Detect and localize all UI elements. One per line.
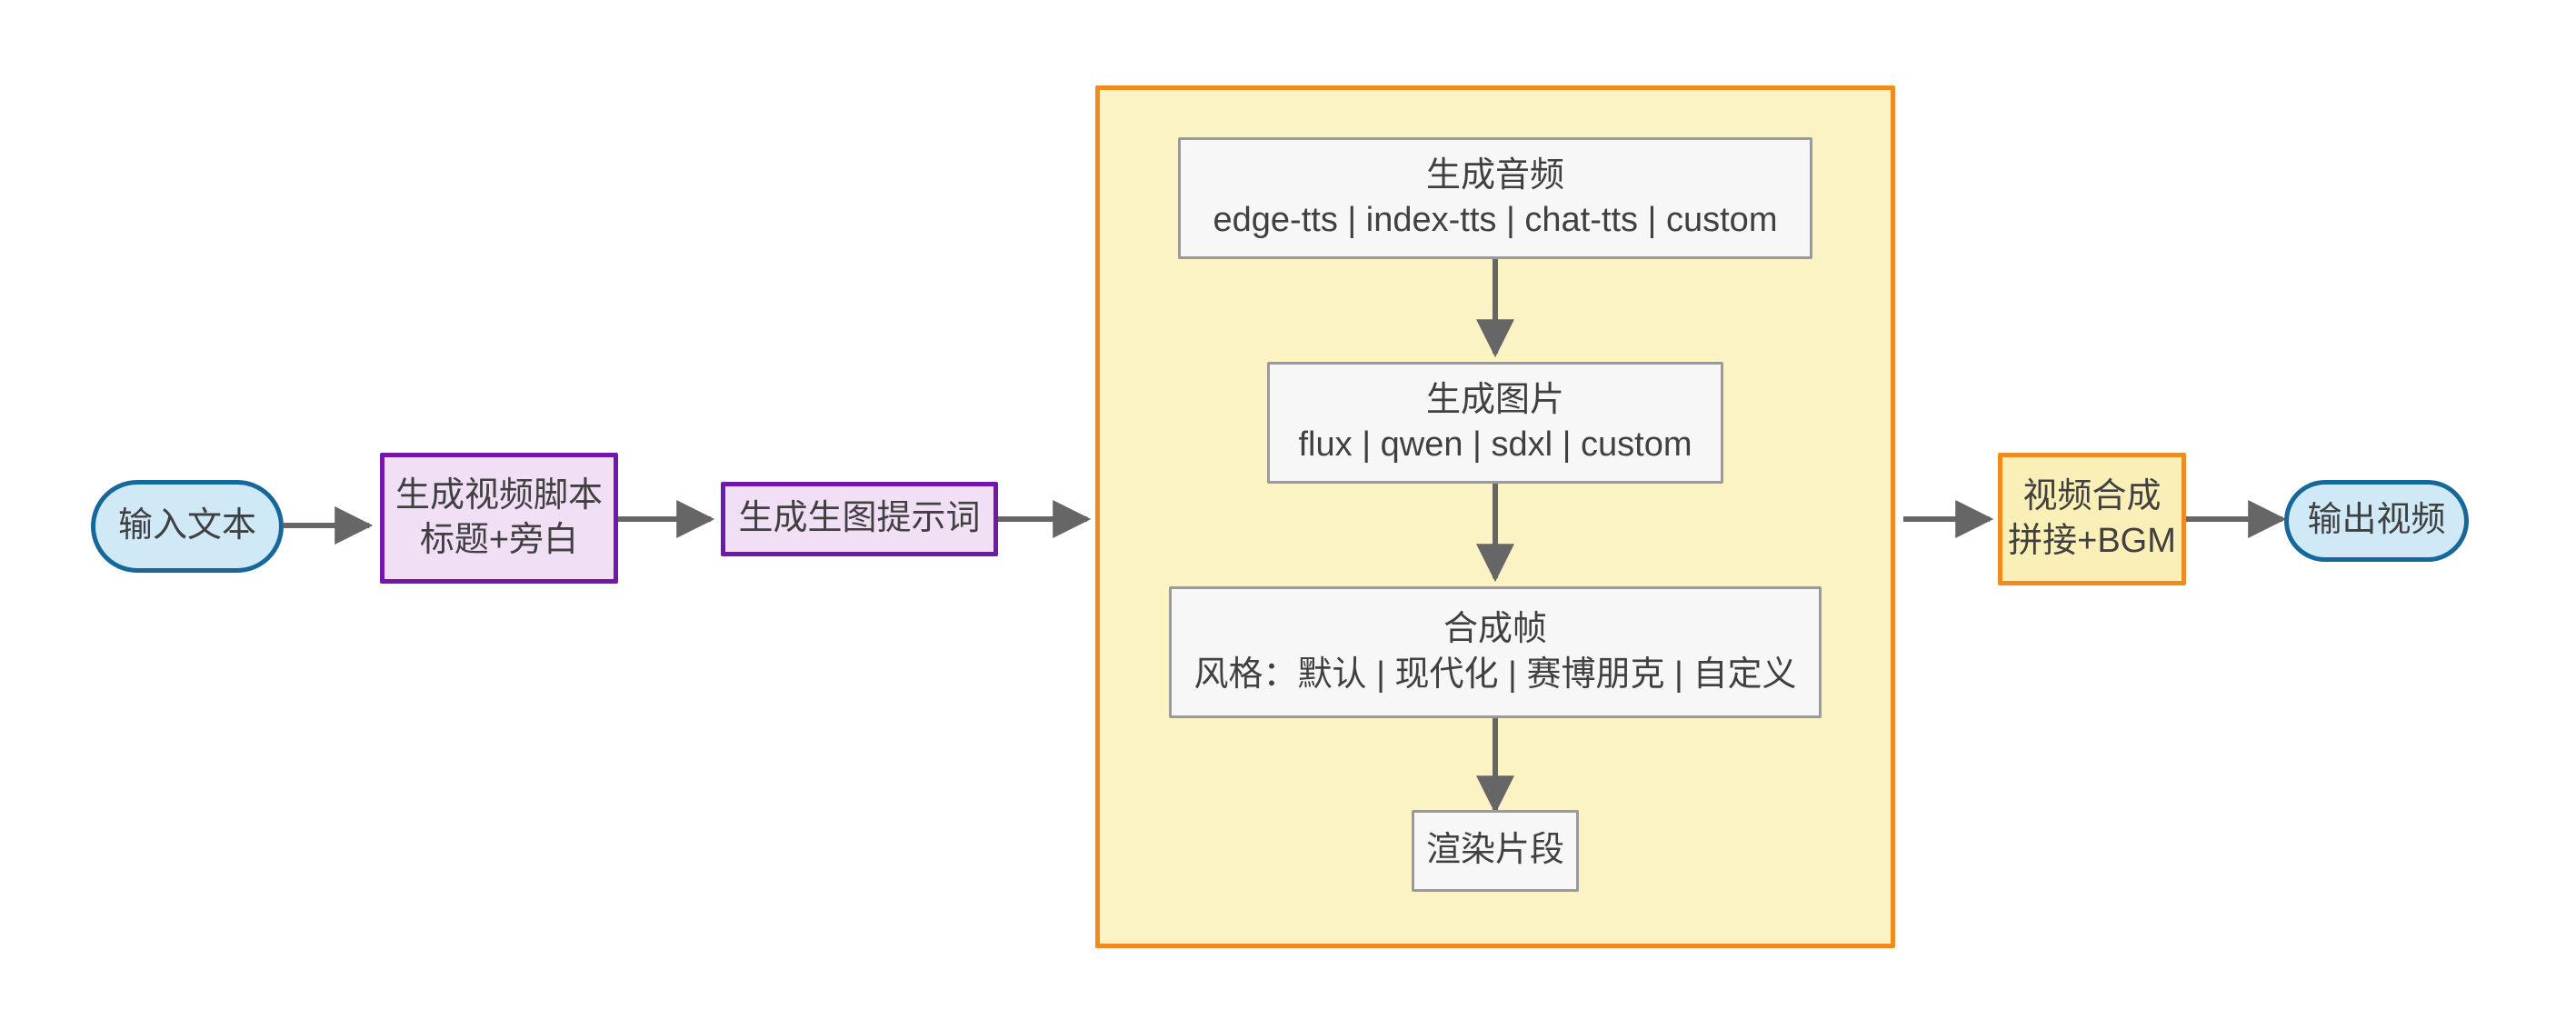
node-compose-frame[interactable]: 合成帧 风格：默认 | 现代化 | 赛博朋克 | 自定义 xyxy=(1169,586,1822,718)
node-video-compose-line2: 拼接+BGM xyxy=(2008,522,2176,560)
node-render-clip[interactable]: 渲染片段 xyxy=(1412,810,1579,892)
node-generate-image-options: flux | qwen | sdxl | custom xyxy=(1298,425,1692,464)
node-generate-audio[interactable]: 生成音频 edge-tts | index-tts | chat-tts | c… xyxy=(1178,137,1812,259)
node-generate-script-line2: 标题+旁白 xyxy=(419,521,579,559)
node-generate-script-line1: 生成视频脚本 xyxy=(394,475,603,515)
node-compose-frame-options: 风格：默认 | 现代化 | 赛博朋克 | 自定义 xyxy=(1193,655,1797,694)
node-output-video-label: 输出视频 xyxy=(2307,501,2446,540)
node-output-video[interactable]: 输出视频 xyxy=(2284,480,2469,562)
node-generate-audio-options: edge-tts | index-tts | chat-tts | custom xyxy=(1213,201,1778,239)
node-generate-prompt[interactable]: 生成生图提示词 xyxy=(721,482,998,556)
node-generate-image-title: 生成图片 xyxy=(1425,380,1564,419)
node-generate-image[interactable]: 生成图片 flux | qwen | sdxl | custom xyxy=(1267,362,1723,484)
node-input-text[interactable]: 输入文本 xyxy=(91,480,284,573)
node-video-compose-line1: 视频合成 xyxy=(2022,476,2162,515)
node-input-text-label: 输入文本 xyxy=(117,506,256,545)
node-generate-script[interactable]: 生成视频脚本 标题+旁白 xyxy=(380,453,618,584)
node-generate-audio-title: 生成音频 xyxy=(1425,155,1564,195)
node-render-clip-label: 渲染片段 xyxy=(1425,831,1564,870)
node-generate-prompt-label: 生成生图提示词 xyxy=(738,499,981,538)
node-compose-frame-title: 合成帧 xyxy=(1443,610,1547,649)
node-video-compose[interactable]: 视频合成 拼接+BGM xyxy=(1998,453,2186,585)
